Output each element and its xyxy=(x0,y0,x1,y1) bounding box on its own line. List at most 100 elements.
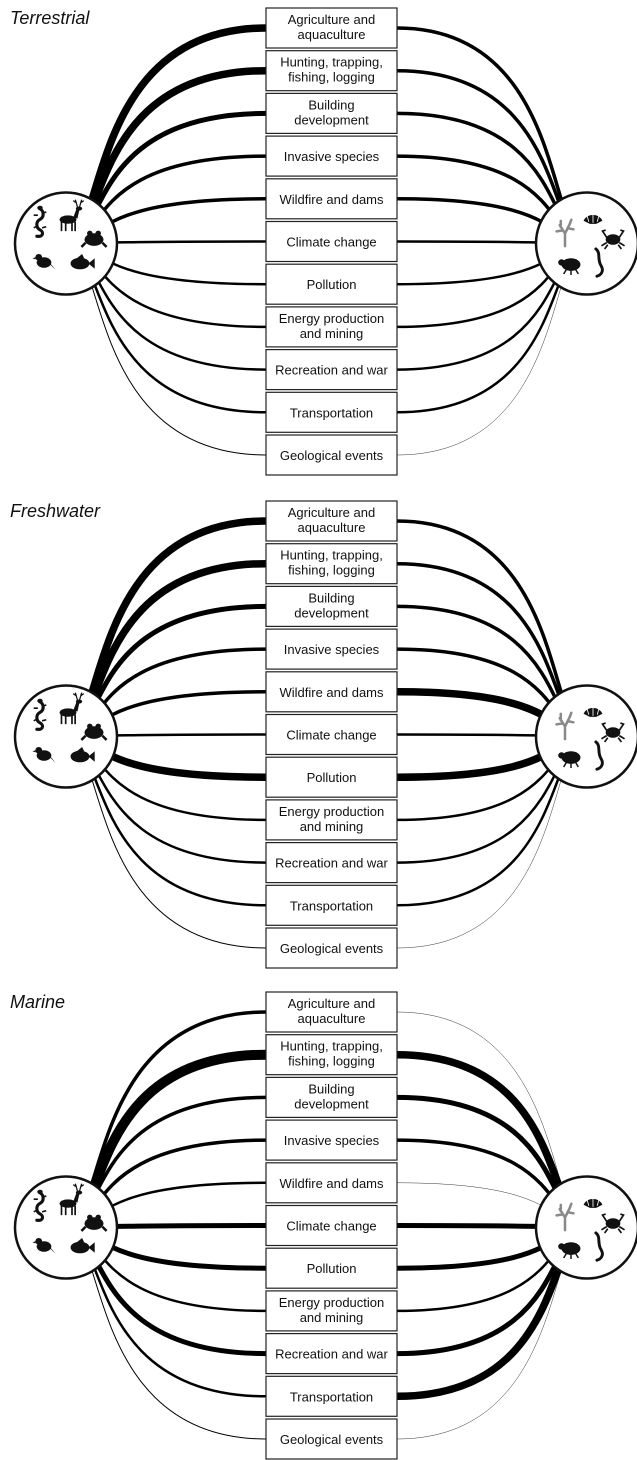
threat-label: fishing, logging xyxy=(288,1054,375,1069)
frog-icon xyxy=(80,1214,108,1232)
vertebrate-hub xyxy=(13,684,119,789)
threat-box: Geological events xyxy=(265,1418,398,1460)
threat-box: Transportation xyxy=(265,391,398,433)
worm-icon xyxy=(594,247,604,278)
threat-box: Wildfire and dams xyxy=(265,671,398,713)
frog-icon xyxy=(80,723,108,741)
worm-icon xyxy=(594,1231,604,1262)
panel-title: Terrestrial xyxy=(10,8,90,28)
beetle-icon xyxy=(558,258,581,276)
threat-box: Pollution xyxy=(265,756,398,798)
threat-box: Geological events xyxy=(265,434,398,476)
threat-label: fishing, logging xyxy=(288,563,375,578)
threat-label: Hunting, trapping, xyxy=(280,55,383,70)
lizard-icon xyxy=(33,1189,47,1222)
shell-icon xyxy=(583,1195,603,1208)
threat-label: Agriculture and xyxy=(288,12,375,27)
threat-box: Climate change xyxy=(265,1204,398,1247)
deer-icon xyxy=(59,692,85,725)
threat-label: Geological events xyxy=(280,448,384,463)
threat-label: Pollution xyxy=(307,277,357,292)
threat-label: aquaculture xyxy=(298,1011,366,1026)
threat-label: Pollution xyxy=(307,1261,357,1276)
threat-box: Geological events xyxy=(265,927,398,969)
threat-label: Transportation xyxy=(290,898,373,913)
crab-icon xyxy=(601,722,625,743)
threat-label: Climate change xyxy=(286,728,376,743)
invertebrate-hub xyxy=(534,684,637,789)
threat-label: Geological events xyxy=(280,1432,384,1447)
threat-label: Transportation xyxy=(290,405,373,420)
threat-label: Wildfire and dams xyxy=(279,1176,384,1191)
threat-label: Wildfire and dams xyxy=(279,685,384,700)
beetle-icon xyxy=(558,751,581,769)
threat-label: and mining xyxy=(300,326,364,341)
threat-label: and mining xyxy=(300,1310,364,1325)
threat-box: Recreation and war xyxy=(265,349,398,391)
threat-label: Climate change xyxy=(286,1219,376,1234)
coral-icon xyxy=(555,1202,575,1232)
threat-label: Energy production xyxy=(279,804,385,819)
threat-label: fishing, logging xyxy=(288,70,375,85)
invertebrate-hub xyxy=(534,191,637,296)
threat-label: Transportation xyxy=(290,1389,373,1404)
threat-label: Invasive species xyxy=(284,149,380,164)
threat-label: development xyxy=(294,605,369,620)
fish-icon xyxy=(70,1238,95,1254)
coral-icon xyxy=(555,218,575,248)
threat-label: Building xyxy=(308,590,354,605)
threat-box: Invasive species xyxy=(265,135,398,177)
threat-label: Recreation and war xyxy=(275,363,388,378)
threat-label: aquaculture xyxy=(298,520,366,535)
threat-label: Climate change xyxy=(286,235,376,250)
threat-box: Invasive species xyxy=(265,628,398,670)
shell-icon xyxy=(583,211,603,224)
panel-title: Marine xyxy=(10,992,65,1012)
threat-box: Transportation xyxy=(265,884,398,926)
threat-box: Climate change xyxy=(265,220,398,263)
threat-label: Invasive species xyxy=(284,1133,380,1148)
threat-label: development xyxy=(294,1096,369,1111)
threat-label: Invasive species xyxy=(284,642,380,657)
threat-label: Hunting, trapping, xyxy=(280,1039,383,1054)
threat-box: Hunting, trapping,fishing, logging xyxy=(265,50,398,92)
crab-icon xyxy=(601,229,625,250)
threat-label: Building xyxy=(308,1081,354,1096)
fish-icon xyxy=(70,747,95,763)
bird-icon xyxy=(32,746,56,763)
deer-icon xyxy=(59,1183,85,1216)
threat-label: Energy production xyxy=(279,311,385,326)
threat-box: Recreation and war xyxy=(265,841,398,884)
threat-label: Pollution xyxy=(307,770,357,785)
lizard-icon xyxy=(33,205,47,238)
threat-box: Climate change xyxy=(265,713,398,756)
threat-label: Geological events xyxy=(280,941,384,956)
shell-icon xyxy=(583,704,603,717)
vertebrate-hub xyxy=(13,1175,119,1280)
threat-box: Hunting, trapping,fishing, logging xyxy=(265,1034,398,1076)
threat-label: Recreation and war xyxy=(275,1347,388,1362)
threat-label: Recreation and war xyxy=(275,856,388,871)
deer-icon xyxy=(59,199,85,232)
threat-box: Wildfire and dams xyxy=(265,1162,398,1204)
invertebrate-hub xyxy=(534,1175,637,1280)
threat-box: Hunting, trapping,fishing, logging xyxy=(265,543,398,585)
threat-label: and mining xyxy=(300,819,364,834)
vertebrate-hub xyxy=(13,191,119,296)
threat-label: Agriculture and xyxy=(288,505,375,520)
lizard-icon xyxy=(33,698,47,731)
threat-box: Wildfire and dams xyxy=(265,178,398,220)
threat-box: Transportation xyxy=(265,1375,398,1417)
fish-icon xyxy=(70,254,95,270)
crab-icon xyxy=(601,1213,625,1234)
threat-label: Building xyxy=(308,97,354,112)
